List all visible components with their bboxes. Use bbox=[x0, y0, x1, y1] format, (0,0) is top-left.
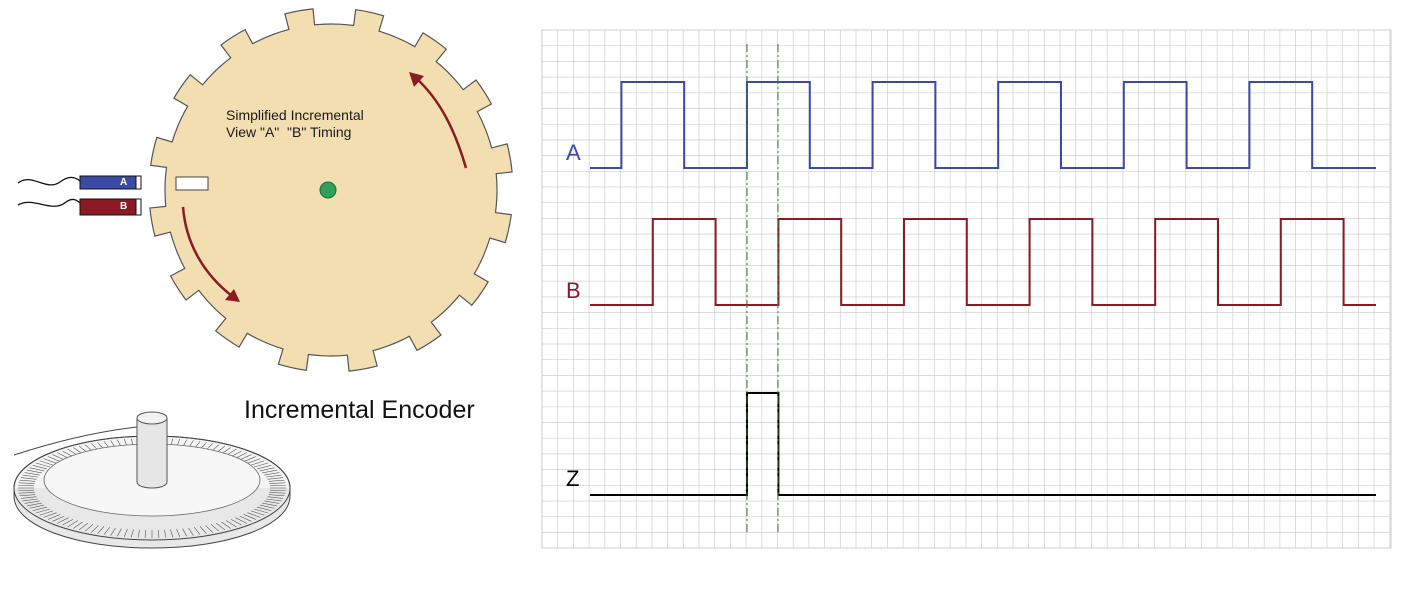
encoder-disc-illustration bbox=[14, 412, 290, 548]
gear-caption-line2: View "A" "B" Timing bbox=[226, 124, 351, 140]
gear-slot bbox=[176, 177, 208, 190]
signal-z-label: Z bbox=[566, 466, 579, 492]
gear-caption: Simplified Incremental View "A" "B" Timi… bbox=[226, 107, 364, 141]
gear-hub bbox=[320, 182, 336, 198]
sensor-a-label: A bbox=[120, 177, 127, 188]
signal-b-label: B bbox=[566, 278, 581, 304]
page-title: Incremental Encoder bbox=[244, 396, 475, 425]
gear-caption-line1: Simplified Incremental bbox=[226, 107, 364, 123]
signal-a-label: A bbox=[566, 140, 581, 166]
sensor-b-label: B bbox=[120, 201, 127, 212]
